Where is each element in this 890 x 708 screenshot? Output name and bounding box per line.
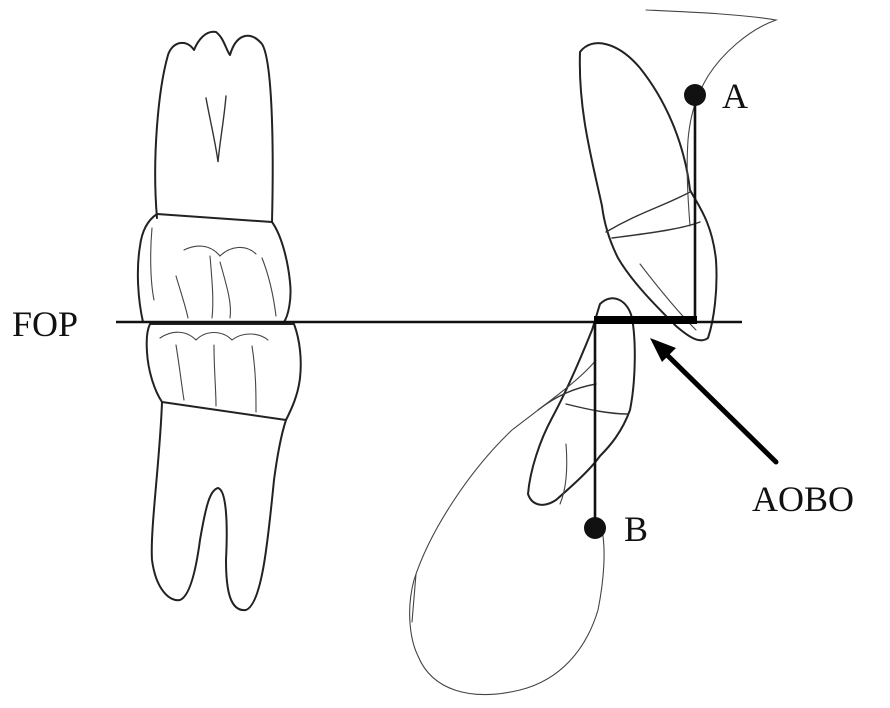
aobo-arrow: [650, 338, 776, 462]
lower-molar: [147, 324, 301, 610]
fop-label: FOP: [12, 304, 78, 344]
lower-incisor: [410, 298, 635, 694]
point-b-label: B: [624, 509, 648, 549]
upper-molar: [138, 32, 291, 322]
point-b-marker: [584, 517, 606, 539]
aobo-label: AOBO: [752, 479, 854, 519]
upper-incisor: [580, 10, 776, 340]
point-a-label: A: [722, 76, 748, 116]
point-a-marker: [684, 84, 706, 106]
